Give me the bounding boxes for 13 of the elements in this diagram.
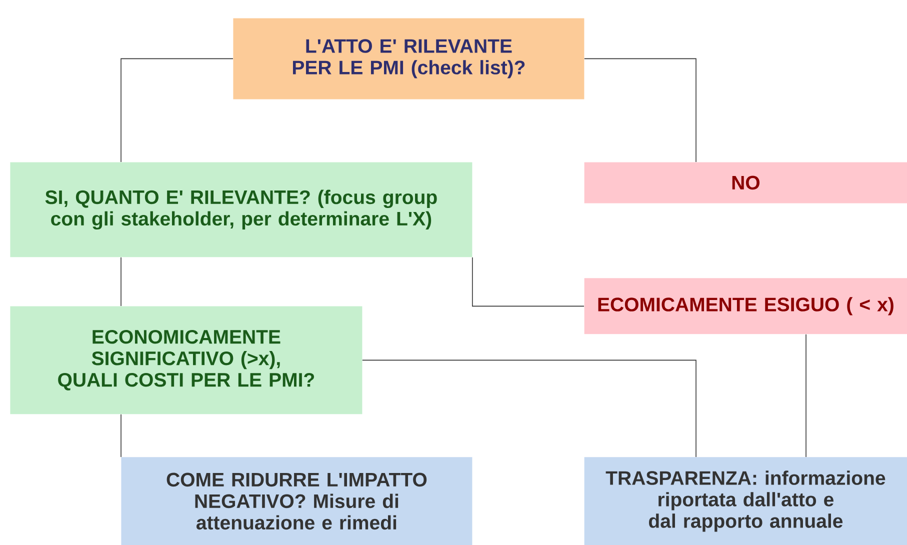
- outcome-box: ECOMICAMENTE ESIGUO ( < x): [584, 278, 907, 334]
- connector-line: [472, 256, 584, 307]
- connector-line: [362, 360, 696, 458]
- process-box: SI, QUANTO E' RILEVANTE? (focus group con gli stakeholder, per determinare L'X): [10, 162, 472, 258]
- result-box: COME RIDURRE L'IMPATTO NEGATIVO? Misure di attenuazione e rimedi: [121, 457, 472, 545]
- process-box: ECONOMICAMENTE SIGNIFICATIVO (>x), QUALI COSTI PER LE PMI?: [10, 306, 362, 414]
- connector-line: [120, 58, 234, 162]
- connector-line: [120, 414, 122, 458]
- decision-box: L'ATTO E' RILEVANTE PER LE PMI (check list)?: [233, 18, 584, 100]
- result-box: TRASPARENZA: informazione riportata dall'atto e dal rapporto annuale: [584, 457, 907, 545]
- outcome-box: NO: [584, 162, 907, 204]
- connector-line: [584, 58, 696, 162]
- connector-line: [120, 256, 122, 306]
